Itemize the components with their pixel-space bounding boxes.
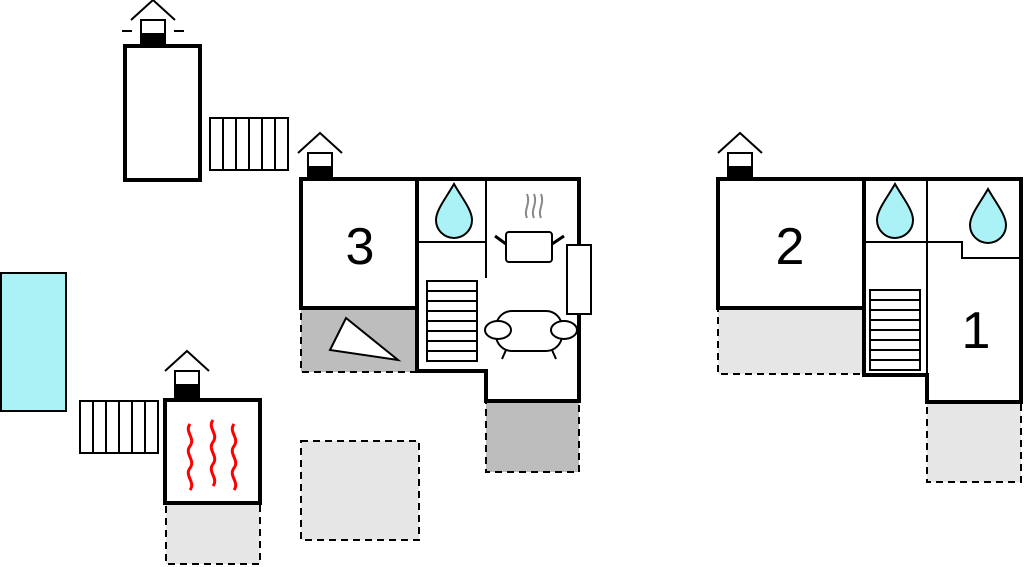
pool-icon [0, 272, 67, 412]
counter [566, 244, 592, 315]
house-icon [164, 350, 210, 398]
stairs-triangle-icon [328, 316, 402, 362]
cooking-pot-icon [494, 193, 565, 263]
stairs-icon [426, 280, 478, 362]
room-1-label: 1 [962, 302, 991, 360]
sofa-icon [484, 310, 578, 360]
radiator-icon [79, 400, 159, 454]
sauna-room [163, 398, 262, 505]
house-icon [297, 132, 343, 180]
terrace-front [300, 440, 420, 541]
terrace-below-1 [926, 401, 1022, 483]
room-3-label: 3 [346, 218, 375, 276]
bath-1-wall [927, 241, 1021, 259]
water-drop-icon [876, 183, 914, 239]
radiator-icon [209, 117, 289, 171]
water-drop-icon [969, 188, 1007, 244]
terrace-below-2 [717, 307, 865, 375]
house-icon [717, 132, 763, 180]
terrace-below-sauna [165, 502, 261, 565]
house-icon [130, 0, 176, 47]
sauna-heat-icon [186, 419, 238, 491]
water-drop-icon [435, 183, 473, 239]
outbuilding [123, 44, 202, 182]
stairs-icon [869, 289, 921, 371]
room-2-label: 2 [776, 218, 805, 276]
terrace-below-kitchen [485, 401, 580, 473]
